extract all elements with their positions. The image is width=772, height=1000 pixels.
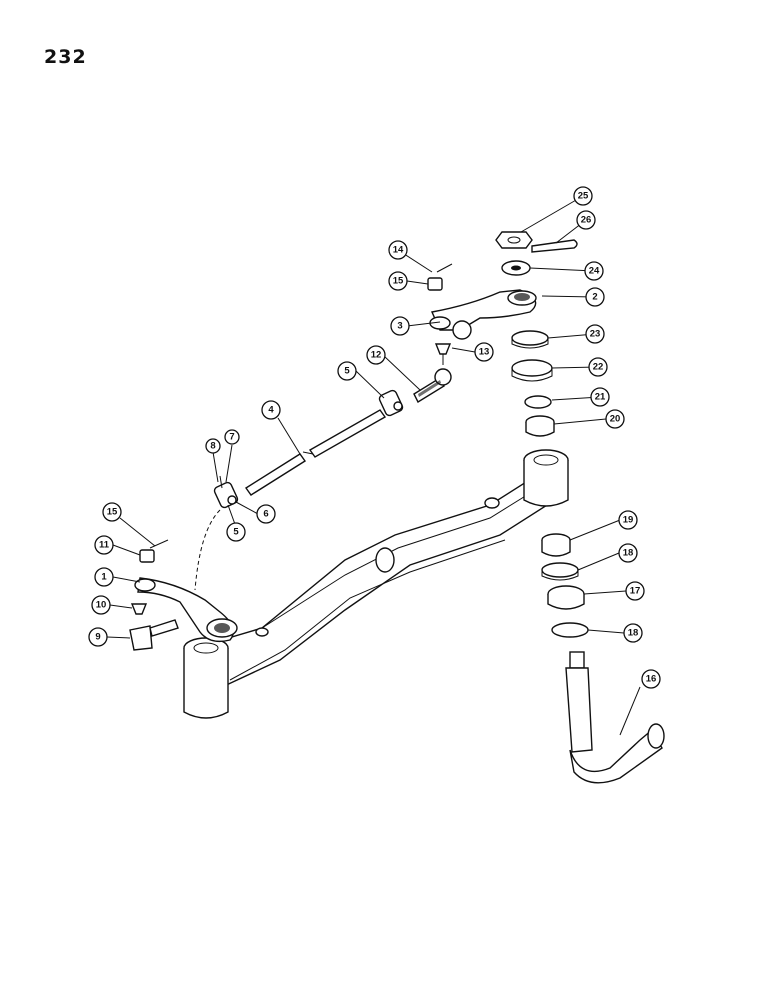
- svg-text:25: 25: [578, 191, 589, 202]
- washer-22: [511, 359, 553, 382]
- callouts: 25 26 14 24 15 2 3 23 13 12 22 5 21 20 4…: [88, 186, 661, 689]
- svg-text:24: 24: [589, 266, 600, 277]
- bushing-20: [525, 415, 555, 437]
- svg-text:20: 20: [610, 414, 621, 425]
- washer-18b: [551, 622, 589, 638]
- callout-15: 15: [388, 271, 408, 291]
- spindle-16: [565, 651, 665, 784]
- svg-text:18: 18: [623, 548, 634, 559]
- tie-rod-end-right: [413, 368, 452, 403]
- steering-arm-right: [429, 289, 537, 340]
- callout-3: 3: [390, 316, 410, 336]
- callout-11: 11: [94, 535, 114, 555]
- svg-text:19: 19: [623, 515, 634, 526]
- svg-text:12: 12: [371, 350, 382, 361]
- callout-5-upper: 5: [337, 361, 357, 381]
- callout-17: 17: [625, 581, 645, 601]
- svg-text:26: 26: [581, 215, 592, 226]
- nut-13: [434, 343, 452, 355]
- svg-text:5: 5: [233, 527, 239, 538]
- callout-16: 16: [641, 669, 661, 689]
- callout-25: 25: [573, 186, 593, 206]
- callout-24: 24: [584, 261, 604, 281]
- nut-10: [130, 603, 148, 615]
- svg-text:22: 22: [593, 362, 604, 373]
- snap-ring-21: [524, 395, 552, 409]
- callout-1: 1: [94, 567, 114, 587]
- castle-nut-15a: [427, 277, 443, 291]
- washer-18a: [541, 562, 579, 581]
- svg-text:13: 13: [479, 347, 490, 358]
- callout-14: 14: [388, 240, 408, 260]
- callout-8: 8: [205, 438, 221, 454]
- callout-6: 6: [256, 504, 276, 524]
- callout-13: 13: [474, 342, 494, 362]
- svg-text:14: 14: [393, 245, 404, 256]
- tie-rod-clamp-right: [378, 389, 404, 417]
- svg-text:21: 21: [595, 392, 606, 403]
- leader-lines: [106, 195, 641, 736]
- svg-text:5: 5: [344, 366, 350, 377]
- callout-20: 20: [605, 409, 625, 429]
- axle-beam: [183, 449, 569, 719]
- cotter-pin-26: [531, 239, 578, 253]
- callout-9: 9: [88, 627, 108, 647]
- svg-text:16: 16: [646, 674, 657, 685]
- svg-text:8: 8: [210, 441, 215, 452]
- callout-23: 23: [585, 324, 605, 344]
- tie-rod-end-left: [129, 619, 179, 651]
- svg-text:15: 15: [393, 276, 404, 287]
- callout-7: 7: [224, 429, 240, 445]
- callout-21: 21: [590, 387, 610, 407]
- callout-15-lower: 15: [102, 502, 122, 522]
- svg-text:2: 2: [592, 292, 597, 303]
- bushing-19: [541, 533, 571, 557]
- callout-19: 19: [618, 510, 638, 530]
- svg-text:10: 10: [96, 600, 107, 611]
- callout-10: 10: [91, 595, 111, 615]
- steering-arm-left: [134, 577, 238, 643]
- bearing-17: [547, 585, 585, 610]
- svg-text:1: 1: [101, 572, 107, 583]
- tie-rod-clamp-left: [213, 475, 239, 509]
- svg-text:18: 18: [628, 628, 639, 639]
- callout-18-upper: 18: [618, 543, 638, 563]
- callout-4: 4: [261, 400, 281, 420]
- callout-18-lower: 18: [623, 623, 643, 643]
- callout-26: 26: [576, 210, 596, 230]
- svg-text:15: 15: [107, 507, 118, 518]
- svg-text:6: 6: [263, 509, 268, 520]
- svg-text:23: 23: [590, 329, 601, 340]
- svg-text:17: 17: [630, 586, 641, 597]
- svg-text:3: 3: [397, 321, 402, 332]
- tie-rod-tube: [244, 409, 387, 496]
- svg-text:11: 11: [99, 540, 110, 551]
- callout-2: 2: [585, 287, 605, 307]
- svg-text:9: 9: [95, 632, 100, 643]
- page-number: 232: [44, 46, 87, 68]
- callout-5-lower: 5: [226, 522, 246, 542]
- castle-nut-25: [495, 231, 533, 249]
- seal-23: [511, 330, 549, 349]
- callout-12: 12: [366, 345, 386, 365]
- castle-nut-11: [139, 549, 155, 563]
- callout-22: 22: [588, 357, 608, 377]
- svg-text:7: 7: [229, 432, 234, 443]
- svg-text:4: 4: [268, 405, 274, 416]
